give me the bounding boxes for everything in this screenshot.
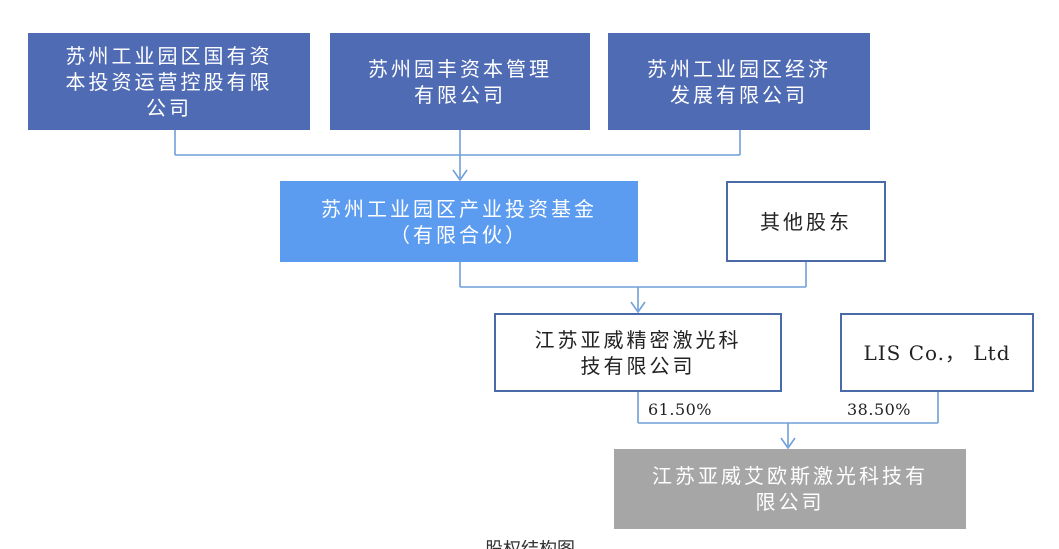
node-yawei-precision-laser: 江苏亚威精密激光科 技有限公司 [494,313,782,392]
node-line: 苏州工业园区产业投资基金 [321,196,597,221]
node-line: 发展有限公司 [670,82,808,107]
node-line: 苏州园丰资本管理 [368,56,552,81]
node-sip-economic-development: 苏州工业园区经济 发展有限公司 [608,33,870,130]
percentage-lis: 38.50% [847,400,912,419]
node-lis-co-ltd: LIS Co.， Ltd [840,313,1034,392]
node-line: （有限合伙） [390,222,528,247]
node-line: 技有限公司 [580,353,696,378]
node-line: 苏州工业园区经济 [647,56,831,81]
percentage-yawei: 61.50% [648,400,713,419]
node-line: 限公司 [755,490,825,514]
node-yuanfeng-capital: 苏州园丰资本管理 有限公司 [330,33,590,130]
arrowhead-to-yawei [630,301,646,314]
arrowhead-to-target [780,437,796,450]
node-line: 有限公司 [414,82,506,107]
node-line: 江苏亚威精密激光科 [534,327,742,352]
node-line: 江苏亚威艾欧斯激光科技有 [652,464,928,488]
node-industry-investment-fund: 苏州工业园区产业投资基金 （有限合伙） [280,181,638,262]
arrowhead-to-fund [452,169,468,182]
diagram-caption: 股权结构图 [300,540,760,549]
node-yawei-lis-laser-target: 江苏亚威艾欧斯激光科技有 限公司 [614,449,966,529]
node-line: 本投资运营控股有限 [65,69,273,94]
node-label: LIS Co.， Ltd [863,340,1011,365]
node-other-shareholders: 其他股东 [726,181,886,262]
node-line: 苏州工业园区国有资 [65,43,273,68]
node-label: 其他股东 [760,209,852,234]
node-line: 公司 [146,95,192,120]
node-sip-state-owned-holding: 苏州工业园区国有资 本投资运营控股有限 公司 [28,33,310,130]
